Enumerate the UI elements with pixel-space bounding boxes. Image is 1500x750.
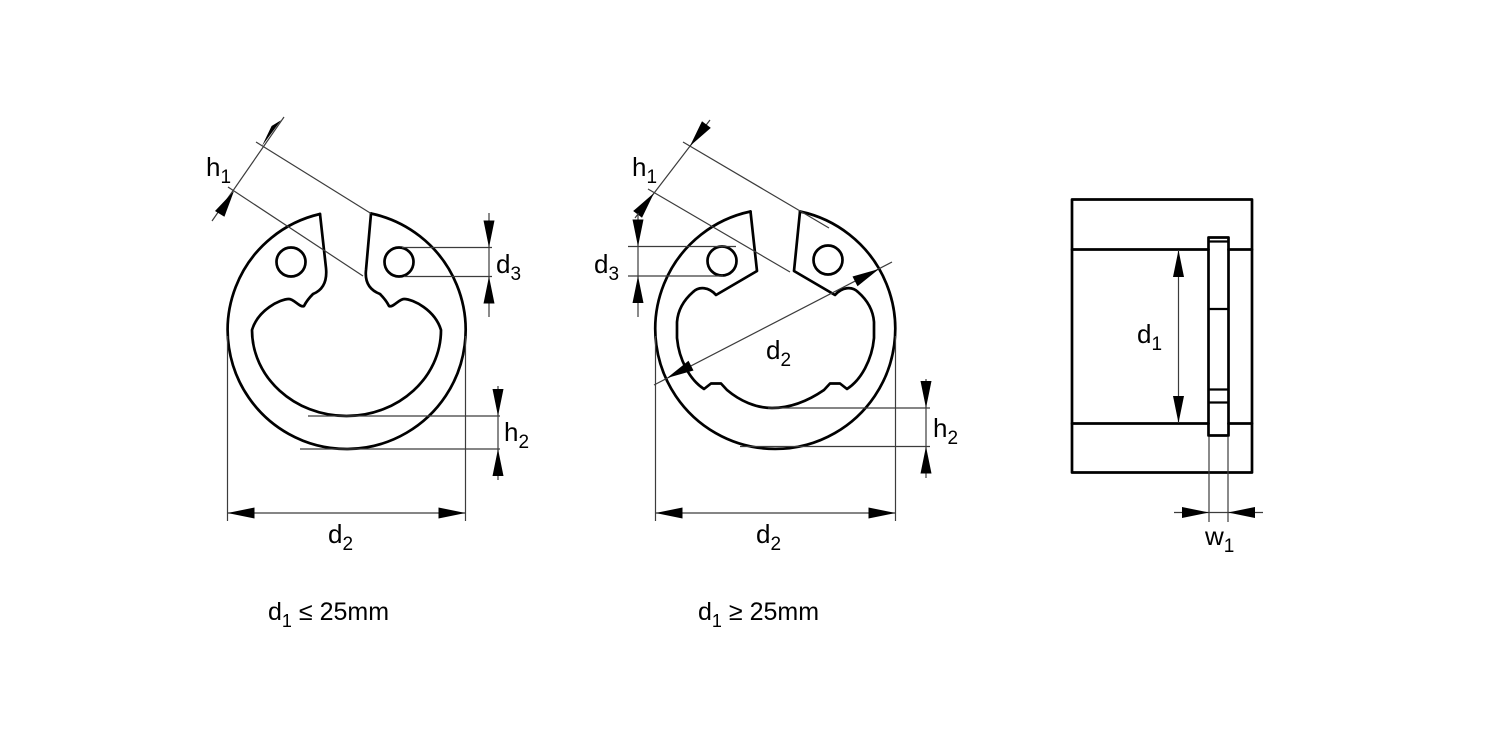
arrowhead (483, 276, 495, 304)
dimension-label-d2: d2 (328, 519, 353, 555)
dimension-h1-small: h1 (206, 116, 372, 277)
ring-outer-edge (226, 212, 467, 451)
ring-front-view-small: h1 d3 h2 d2 d1≤ 25m (206, 116, 529, 631)
arrowhead (438, 507, 466, 519)
arrowhead (262, 120, 281, 146)
arrowhead (492, 389, 504, 416)
dimension-d2-large: d2 (654, 336, 897, 555)
arrowhead (215, 191, 234, 217)
dimension-d3-small: d3 (402, 213, 521, 317)
arrowhead (920, 381, 932, 408)
dimension-h2-small: h2 (300, 386, 529, 480)
cross-section-view: d1 w1 (1070, 198, 1263, 557)
ring-inner-edge (250, 212, 443, 418)
dimension-h1-large: h1 (632, 119, 830, 273)
lug-hole-left (275, 246, 307, 278)
dimension-label-h1: h1 (206, 152, 231, 188)
caption-ring-large: d1≥ 25mm (698, 598, 819, 631)
ring-outer-edge (653, 210, 897, 451)
arrowhead (227, 507, 255, 519)
arrowhead (868, 507, 896, 519)
dimension-h2-large: h2 (740, 379, 958, 478)
dimension-w1-section: w1 (1174, 437, 1263, 557)
arrowhead (1182, 507, 1209, 518)
arrowhead (655, 507, 683, 519)
ring-inner-edge (675, 210, 876, 410)
caption-ring-small: d1≤ 25mm (268, 598, 389, 631)
dimension-label-h2: h2 (504, 417, 529, 453)
arrowhead (667, 360, 694, 378)
arrowhead (632, 219, 644, 247)
arrowhead (920, 446, 932, 474)
dimension-d3-large: d3 (594, 213, 736, 317)
dimension-d1-section: d1 (1137, 250, 1184, 423)
dimension-label-w1: w1 (1204, 521, 1234, 557)
dimension-label-d3: d3 (594, 249, 619, 285)
dimension-label-h2: h2 (933, 413, 958, 449)
dimension-d2-diagonal-large: d2 (653, 261, 893, 386)
dimension-label-d2: d2 (756, 519, 781, 555)
dimension-label-d1: d1 (1137, 319, 1162, 355)
lug-hole-right (812, 244, 844, 276)
arrowhead (1173, 396, 1184, 423)
arrowhead (483, 220, 495, 248)
dimension-label-h1: h1 (632, 152, 657, 188)
arrowhead (1173, 250, 1184, 277)
arrowhead (492, 449, 504, 476)
ring-section-bar (1207, 236, 1230, 437)
housing-outline (1070, 198, 1254, 474)
arrowhead (633, 193, 654, 218)
dimension-label-d3: d3 (496, 249, 521, 285)
lug-hole-left (706, 245, 738, 277)
lug-hole-right (383, 246, 415, 278)
dimension-label-d2-diagonal: d2 (766, 335, 791, 371)
arrowhead (852, 269, 879, 287)
arrowhead (1228, 507, 1255, 518)
arrowhead (690, 121, 711, 146)
ring-front-view-large: h1 d3 d2 h2 (594, 119, 958, 631)
dimension-d2-small: d2 (226, 336, 467, 555)
arrowhead (632, 276, 644, 303)
